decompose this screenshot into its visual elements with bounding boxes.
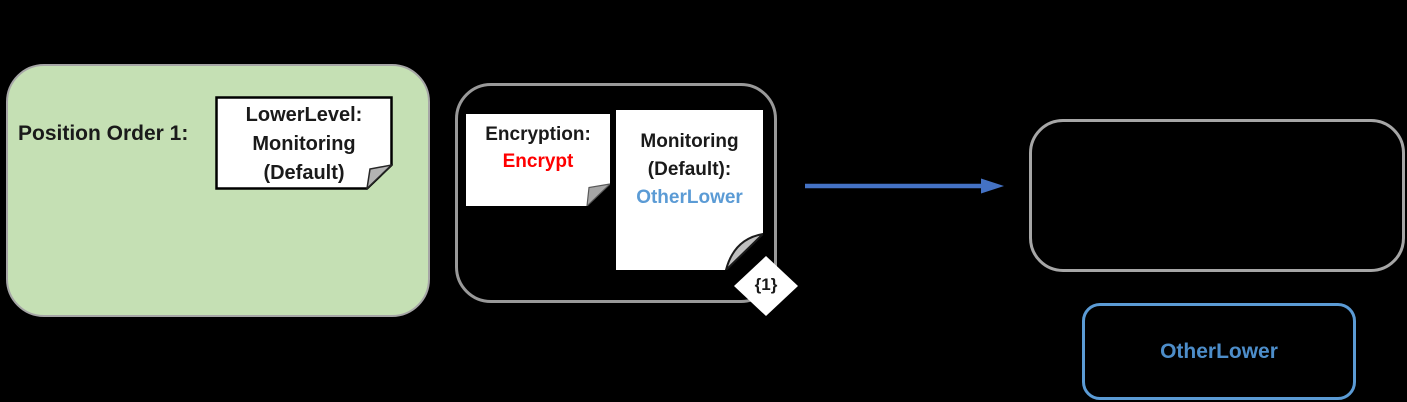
multiplicity-badge: {1}	[733, 255, 799, 317]
lowerlevel-note: LowerLevel: Monitoring (Default)	[215, 96, 394, 191]
lowerlevel-note-line1: LowerLevel:	[245, 104, 363, 126]
monitoring-note-value: OtherLower	[636, 187, 743, 208]
folded-note-icon	[466, 114, 612, 208]
lowerlevel-note-line3: (Default)	[263, 162, 345, 184]
monitoring-note-line2: (Default):	[647, 159, 732, 180]
right-arrow-icon	[805, 178, 1004, 194]
otherlower-result-label: OtherLower	[1160, 339, 1278, 363]
multiplicity-badge-label: {1}	[754, 275, 778, 294]
diamond-icon	[734, 256, 798, 316]
result-placeholder-box	[1029, 119, 1405, 272]
flow-arrow	[805, 177, 1005, 195]
folded-note-icon	[215, 96, 394, 191]
encryption-note: Encryption: Encrypt	[466, 114, 612, 208]
lowerlevel-note-line2: Monitoring	[252, 133, 356, 155]
position-order-label: Position Order 1:	[18, 122, 189, 145]
encryption-note-value: Encrypt	[502, 151, 574, 172]
otherlower-result-box: OtherLower	[1082, 303, 1356, 400]
folded-note-icon	[616, 110, 767, 274]
encryption-note-title: Encryption:	[485, 124, 591, 145]
monitoring-note-line1: Monitoring	[640, 131, 739, 152]
monitoring-note: Monitoring (Default): OtherLower	[616, 110, 767, 274]
